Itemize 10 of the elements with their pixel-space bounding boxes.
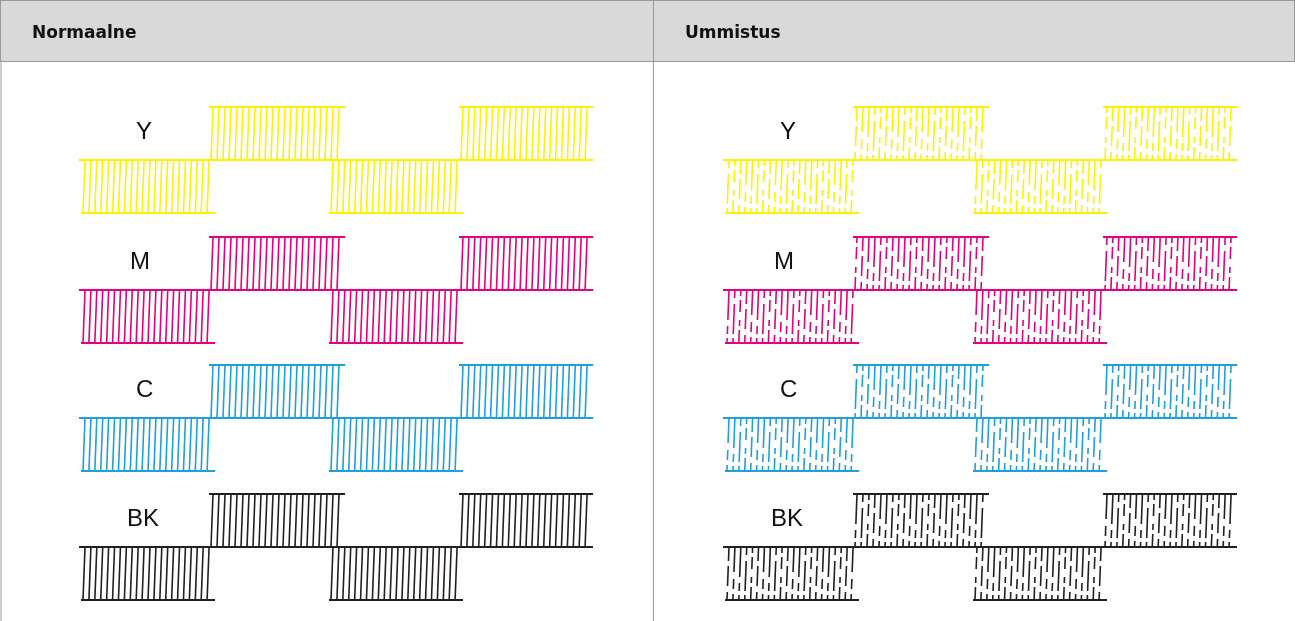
color-channel-label: C bbox=[136, 375, 154, 403]
color-channel-label: Y bbox=[780, 117, 796, 145]
color-channel-label: Y bbox=[136, 117, 152, 145]
color-channel-label: M bbox=[774, 247, 794, 275]
color-channel-label: BK bbox=[771, 504, 803, 532]
column-header: Normaalne bbox=[0, 0, 654, 62]
color-channel-label: BK bbox=[127, 504, 159, 532]
color-channel-label: M bbox=[130, 247, 150, 275]
color-channel-label: C bbox=[780, 375, 798, 403]
column-header: Ummistus bbox=[653, 0, 1295, 62]
